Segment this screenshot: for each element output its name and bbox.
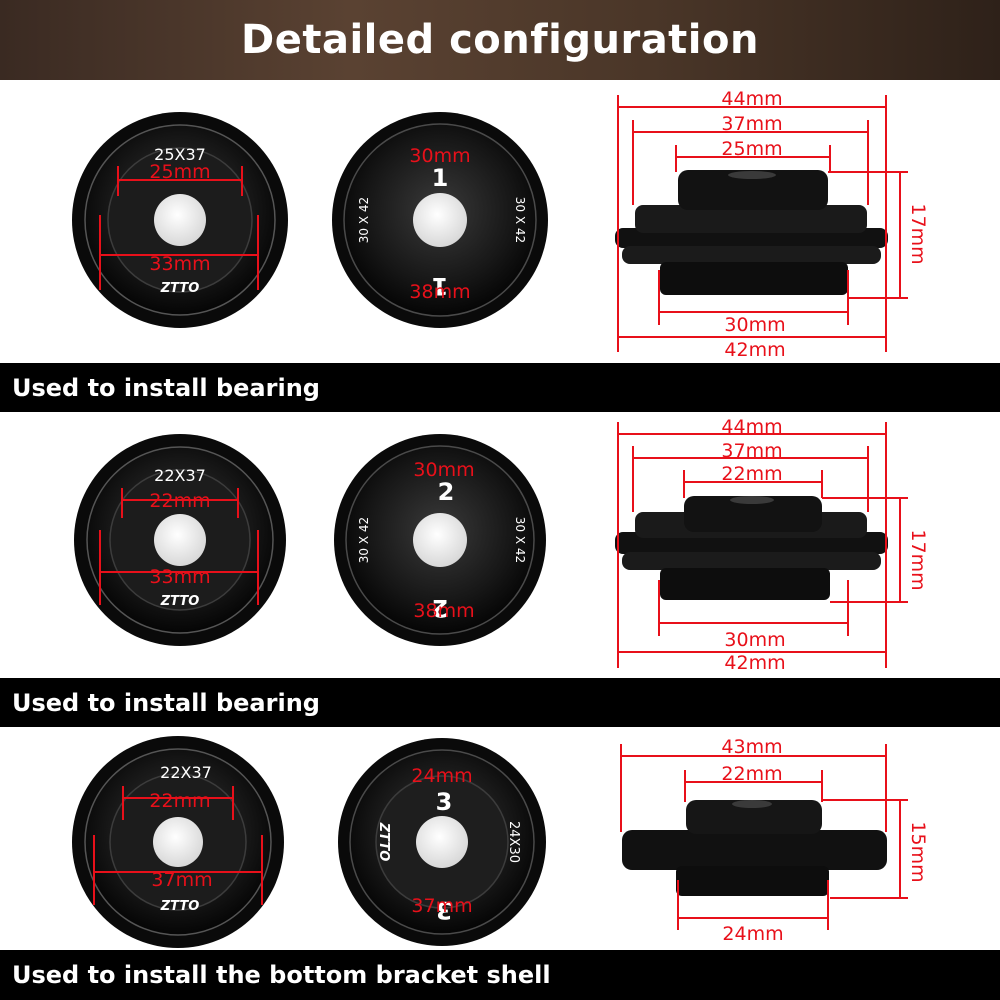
dim-bottom-2: 42mm: [724, 339, 785, 361]
cap-b-top-dim: 24mm: [411, 765, 472, 787]
section-1-drawing: 25X37 25mm 33mm ZTTO 1 1 30mm 38mm 30 X …: [72, 88, 929, 361]
caption-3: Used to install the bottom bracket shell: [12, 961, 551, 989]
caption-band-2: Used to install bearing: [0, 678, 1000, 727]
brand-logo: ZTTO: [160, 899, 200, 914]
cap-a-inner-dim: 22mm: [149, 490, 210, 512]
cap-a-3: 22X37 22mm 37mm ZTTO: [72, 736, 284, 948]
brand-logo: ZTTO: [160, 281, 200, 296]
cap-hole: [416, 816, 468, 868]
cap-a-outer-dim: 33mm: [149, 566, 210, 588]
dim-top-1: 44mm: [721, 416, 782, 438]
cap-a-outer-dim: 37mm: [151, 869, 212, 891]
cap-b-2: 2 2 30mm 38mm 30 X 42 30 X 42: [334, 434, 546, 646]
cap-b-side-right: 24X30: [506, 821, 521, 863]
section-2-drawing: 22X37 22mm 33mm ZTTO 2 2 30mm 38mm 30 X …: [74, 416, 929, 674]
cap-hole: [153, 817, 203, 867]
cap-b-bottom-dim: 38mm: [409, 281, 470, 303]
cap-a-inner-dim: 25mm: [149, 161, 210, 183]
cap-b-number: 3: [436, 788, 453, 816]
cap-a-outer-dim: 33mm: [149, 253, 210, 275]
cap-hole: [154, 514, 206, 566]
cap-b-number: 2: [438, 478, 455, 506]
cap-a-inner-dim: 22mm: [149, 790, 210, 812]
cap-hole: [413, 513, 467, 567]
section-1-figures: 25X37 25mm 33mm ZTTO 1 1 30mm 38mm 30 X …: [0, 80, 1000, 363]
cap-a-mark: 25X37: [154, 145, 206, 164]
cap-b-top-dim: 30mm: [409, 145, 470, 167]
dim-top-3: 25mm: [721, 138, 782, 160]
page-header: Detailed configuration: [0, 0, 1000, 80]
dim-height: 17mm: [907, 529, 929, 590]
section-2-figures: 22X37 22mm 33mm ZTTO 2 2 30mm 38mm 30 X …: [0, 412, 1000, 678]
dim-bottom-1: 30mm: [724, 314, 785, 336]
cap-a-2: 22X37 22mm 33mm ZTTO: [74, 434, 286, 646]
caption-band-3: Used to install the bottom bracket shell: [0, 950, 1000, 1000]
cap-b-side-left: ZTTO: [376, 822, 391, 862]
profile-3: 43mm 22mm 15mm 24mm: [620, 736, 929, 945]
cap-b-number-flip: 2: [432, 594, 449, 622]
dim-top-1: 44mm: [721, 88, 782, 110]
profile-1: 44mm 37mm 25mm 17mm 30mm 42mm: [615, 88, 929, 361]
dim-bottom-2: 42mm: [724, 652, 785, 674]
profile-2: 44mm 37mm 22mm 17mm 30mm 42mm: [615, 416, 929, 674]
section-3-drawing: 22X37 22mm 37mm ZTTO 3 3 24mm 37mm ZTTO …: [72, 736, 929, 948]
dim-bottom-1: 24mm: [722, 923, 783, 945]
page-title: Detailed configuration: [241, 17, 759, 63]
cap-b-top-dim: 30mm: [413, 459, 474, 481]
cap-b-bottom-dim: 37mm: [411, 895, 472, 917]
cap-a-mark: 22X37: [154, 466, 206, 485]
dim-top-2: 22mm: [721, 763, 782, 785]
cap-b-number-flip: 3: [436, 896, 453, 924]
dim-height: 15mm: [907, 821, 929, 882]
brand-logo: ZTTO: [160, 594, 200, 609]
dim-top-2: 37mm: [721, 440, 782, 462]
cap-b-3: 3 3 24mm 37mm ZTTO 24X30: [338, 738, 546, 946]
caption-2: Used to install bearing: [12, 688, 320, 717]
caption-band-1: Used to install bearing: [0, 363, 1000, 412]
section-3-figures: 22X37 22mm 37mm ZTTO 3 3 24mm 37mm ZTTO …: [0, 727, 1000, 950]
caption-1: Used to install bearing: [12, 373, 320, 402]
cap-hole: [413, 193, 467, 247]
cap-b-number: 1: [432, 164, 449, 192]
cap-hole: [154, 194, 206, 246]
cap-b-1: 1 1 30mm 38mm 30 X 42 30 X 42: [332, 112, 548, 328]
dim-height: 17mm: [907, 203, 929, 264]
dim-bottom-1: 30mm: [724, 629, 785, 651]
cap-b-side-right: 30 X 42: [513, 517, 527, 563]
cap-a-mark: 22X37: [160, 763, 212, 782]
cap-b-side-left: 30 X 42: [357, 197, 371, 243]
cap-b-number-flip: 1: [432, 272, 449, 300]
dim-top-1: 43mm: [721, 736, 782, 758]
cap-b-side-right: 30 X 42: [513, 197, 527, 243]
cap-a-1: 25X37 25mm 33mm ZTTO: [72, 112, 288, 328]
cap-b-side-left: 30 X 42: [357, 517, 371, 563]
cap-b-bottom-dim: 38mm: [413, 600, 474, 622]
dim-top-2: 37mm: [721, 113, 782, 135]
dim-top-3: 22mm: [721, 463, 782, 485]
